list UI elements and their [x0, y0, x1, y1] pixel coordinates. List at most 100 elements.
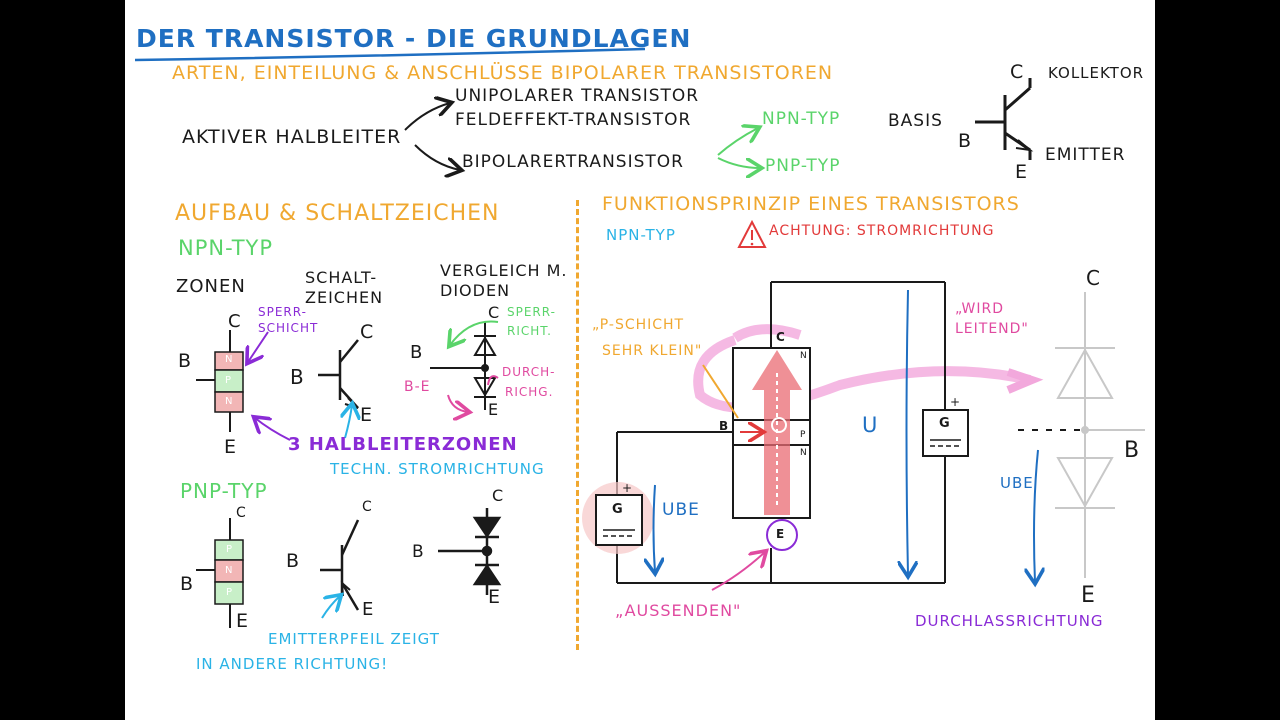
unipolar-line2: FELDEFFEKT-TRANSISTOR [455, 110, 692, 130]
halbleiterzonen-label: 3 HALBLEITERZONEN [288, 434, 518, 455]
emitterpfeil-1: EMITTERPFEIL ZEIGT [268, 630, 440, 648]
generator-right [922, 409, 969, 457]
sperrschicht-2: SCHICHT [258, 321, 319, 335]
aufbau-heading: AUFBAU & SCHALTZEICHEN [175, 201, 500, 226]
wird-2: LEITEND" [955, 321, 1029, 337]
title-underline [134, 47, 646, 62]
npn-techn-arrow [345, 405, 352, 439]
legend-emitter: EMITTER [1045, 145, 1126, 165]
pnp-diode-c: C [492, 486, 505, 505]
arrow-to-unipolar [404, 103, 450, 131]
legend-e: E [1015, 161, 1029, 183]
npn-zone-e: E [224, 436, 238, 458]
pin-e: E [776, 527, 786, 541]
right-npn-typ: NPN-TYP [606, 226, 676, 244]
col-schalt-2: ZEICHEN [305, 288, 384, 307]
whiteboard [125, 0, 1155, 720]
sperr-richt-1: SPERR- [507, 305, 556, 319]
col-schalt-1: SCHALT- [305, 268, 378, 287]
diode-ube-arrow [1034, 449, 1038, 582]
diode-c: C [1086, 266, 1101, 290]
subtitle: ARTEN, EINTEILUNG & ANSCHLÜSSE BIPOLARER… [172, 62, 834, 84]
pnp-zones-block [196, 518, 244, 628]
sperrschicht-arrow [248, 331, 269, 362]
npn-diode-compare [430, 322, 497, 410]
npn-zone-c: C [228, 311, 242, 332]
unipolar-line1: UNIPOLARER TRANSISTOR [455, 86, 700, 106]
warning-icon [737, 219, 767, 248]
emitterpfeil-2: IN ANDERE RICHTUNG! [196, 655, 389, 673]
ube-arrow [654, 484, 656, 572]
p-schicht-2: SEHR KLEIN" [602, 343, 703, 359]
npn-diode-c: C [488, 303, 501, 322]
npn-section-heading: NPN-TYP [178, 236, 274, 260]
ube-label: UBE [662, 500, 700, 520]
npn-zone-n-bottom: N [225, 396, 234, 407]
page-title: DER TRANSISTOR - DIE GRUNDLAGEN [136, 24, 692, 53]
aussenden-arrow [711, 552, 765, 591]
arrow-to-bipolar [414, 144, 460, 170]
warning-text: ACHTUNG: STROMRICHTUNG [769, 223, 995, 239]
p-schicht-1: „P-SCHICHT [592, 317, 685, 333]
wird-1: „WIRD [955, 301, 1005, 317]
be-arrow [447, 394, 468, 412]
gen-right-plus: + [950, 395, 962, 409]
diode-model [1055, 292, 1145, 578]
pnp-diode-compare [438, 508, 502, 595]
circuit-wires [616, 281, 946, 584]
pnp-schalt-b: B [286, 550, 301, 572]
npn-zone-p: P [225, 375, 233, 386]
gen-right-g: G [939, 416, 951, 431]
pnp-schalt-c: C [362, 499, 373, 515]
pin-c: C [776, 330, 786, 344]
npn-zone-b: B [178, 350, 193, 372]
npn-zones-block [196, 330, 244, 432]
gen-left-g: G [612, 502, 624, 517]
loop-top [732, 324, 802, 343]
pin-b: B [719, 419, 730, 433]
diode-e: E [1081, 583, 1096, 608]
emitter-circle [766, 519, 798, 551]
pnp-zone-e: E [236, 610, 250, 632]
npn-schalt-e: E [360, 404, 374, 426]
pnp-schaltzeichen [320, 519, 360, 611]
col-vergleich-2: DIODEN [440, 281, 511, 300]
be-label: B-E [404, 379, 431, 395]
legend-c: C [1010, 61, 1025, 83]
halbleiterzonen-arrow [255, 418, 291, 441]
arrow-to-npn [717, 128, 758, 156]
sperr-arrow [450, 320, 499, 345]
npn-schalt-c: C [360, 321, 375, 343]
npn-diode-b: B [410, 342, 424, 363]
layer-n-bottom: n [800, 448, 808, 458]
pnp-section-heading: PNP-TYP [180, 479, 268, 503]
section-divider [576, 200, 579, 650]
npn-diode-e: E [488, 400, 500, 419]
pnp-zone-c: C [236, 505, 247, 521]
legend-kollektor: KOLLEKTOR [1048, 64, 1145, 82]
funktionsprinzip-heading: FUNKTIONSPRINZIP EINES TRANSISTORS [602, 193, 1020, 215]
aussenden-label: „AUSSENDEN" [615, 601, 742, 620]
arrow-to-pnp [717, 157, 760, 168]
diode-ube-label: UBE [1000, 474, 1034, 492]
legend-transistor-symbol [975, 78, 1034, 160]
leitend-arrowhead [1006, 368, 1044, 394]
npn-schalt-b: B [290, 365, 305, 389]
durchlass-label: DURCHLASSRICHTUNG [915, 612, 1104, 630]
gen-left-plus: + [622, 481, 634, 495]
npn-zone-n-top: N [225, 354, 234, 365]
pnp-diode-b: B [412, 542, 425, 562]
root-aktiver-halbleiter: AKTIVER HALBLEITER [182, 126, 402, 148]
bipolar-label: BIPOLARERTRANSISTOR [462, 152, 684, 172]
durch-richt-1: DURCH- [502, 365, 556, 379]
pnp-emitter-arrow [321, 596, 340, 619]
current-arrow-circle [771, 417, 787, 433]
pnp-zone-n: N [225, 565, 234, 576]
legend-b: B [958, 130, 973, 152]
pnp-zone-p-top: P [226, 544, 234, 555]
sperrschicht-1: SPERR- [258, 305, 307, 319]
durch-arrow [487, 375, 499, 386]
col-zonen: ZONEN [176, 276, 246, 297]
durch-richt-2: RICHG. [505, 385, 554, 399]
